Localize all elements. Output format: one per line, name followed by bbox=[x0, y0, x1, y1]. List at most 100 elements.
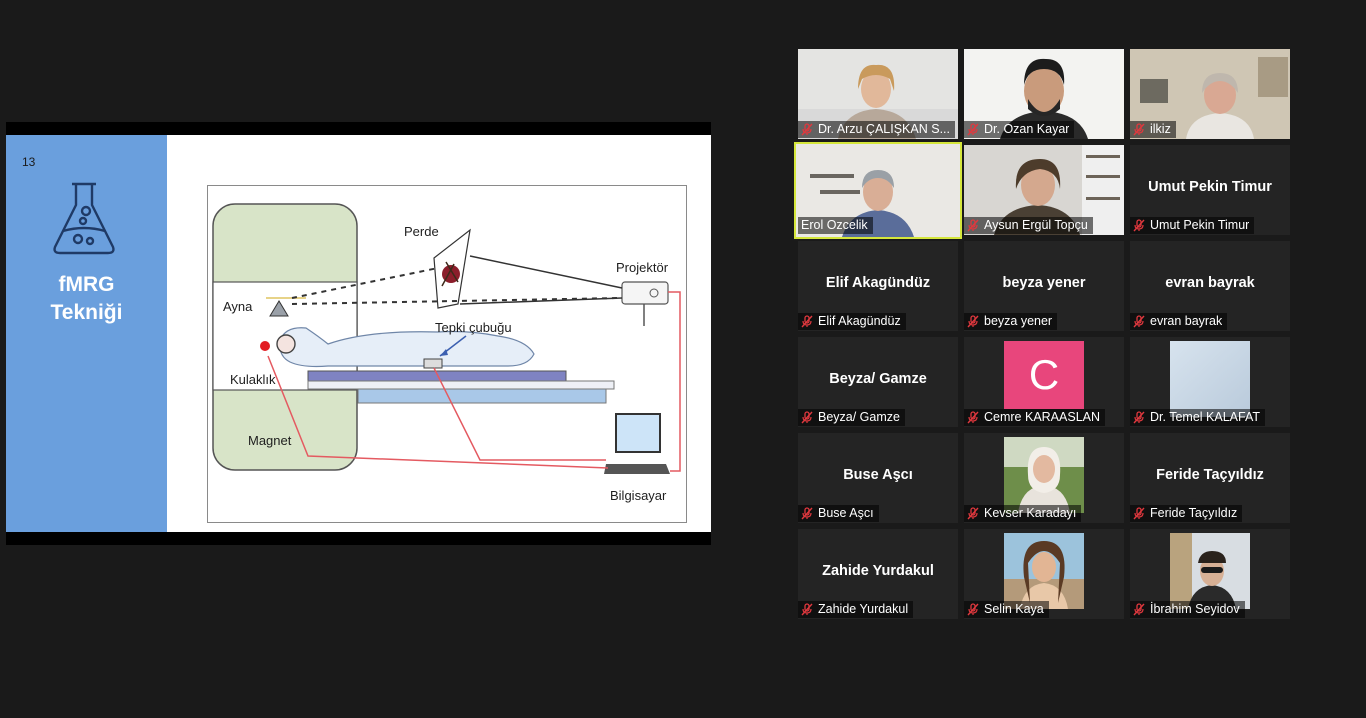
participant-name: Kevser Karadayı bbox=[984, 506, 1077, 520]
participant-tile[interactable]: Buse Aşcı Buse Aşcı bbox=[798, 433, 958, 523]
slide-title-line2: Tekniği bbox=[50, 301, 123, 324]
participant-name: Beyza/ Gamze bbox=[818, 410, 900, 424]
participant-name-bar: Cemre KARAASLAN bbox=[964, 409, 1106, 426]
muted-mic-icon bbox=[967, 507, 979, 520]
participant-display-name: Buse Aşcı bbox=[843, 467, 913, 483]
participant-name: beyza yener bbox=[984, 314, 1053, 328]
patient-shape bbox=[279, 327, 535, 368]
slide-title: fMRG Tekniği bbox=[6, 271, 167, 327]
participant-display-name: Elif Akagündüz bbox=[825, 275, 931, 291]
participant-tile[interactable]: Beyza/ Gamze Beyza/ Gamze bbox=[798, 337, 958, 427]
participant-name-bar: Erol Ozcelik bbox=[798, 217, 873, 234]
participant-display-name: Beyza/ Gamze bbox=[829, 371, 927, 387]
participant-name-bar: Feride Taçyıldız bbox=[1130, 505, 1243, 522]
participant-name-bar: Elif Akagündüz bbox=[798, 313, 906, 330]
muted-mic-icon bbox=[967, 603, 979, 616]
avatar bbox=[1004, 437, 1084, 513]
participant-tile[interactable]: C Cemre KARAASLAN bbox=[964, 337, 1124, 427]
muted-mic-icon bbox=[1133, 219, 1145, 232]
muted-mic-icon bbox=[967, 123, 979, 136]
muted-mic-icon bbox=[801, 507, 813, 520]
participant-tile[interactable]: beyza yener beyza yener bbox=[964, 241, 1124, 331]
muted-mic-icon bbox=[801, 123, 813, 136]
muted-mic-icon bbox=[1133, 507, 1145, 520]
participant-name: Feride Taçyıldız bbox=[1150, 506, 1238, 520]
slide-sidebar: 13 fMRG Tekniği bbox=[6, 135, 167, 532]
muted-mic-icon bbox=[967, 315, 979, 328]
bed-base bbox=[357, 388, 607, 404]
participant-name-bar: Aysun Ergül Topçu bbox=[964, 217, 1093, 234]
muted-mic-icon bbox=[801, 411, 813, 424]
participant-tile[interactable]: Feride Taçyıldız Feride Taçyıldız bbox=[1130, 433, 1290, 523]
fmri-diagram: Perde Projektör Ayna Tepki çubuğu Kulakl… bbox=[207, 185, 687, 523]
participant-display-name: Zahide Yurdakul bbox=[822, 563, 934, 579]
flask-icon bbox=[53, 182, 115, 255]
participant-tile[interactable]: Kevser Karadayı bbox=[964, 433, 1124, 523]
participant-name: Aysun Ergül Topçu bbox=[984, 218, 1088, 232]
muted-mic-icon bbox=[1133, 603, 1145, 616]
muted-mic-icon bbox=[1133, 411, 1145, 424]
label-perde: Perde bbox=[404, 224, 439, 239]
label-magnet: Magnet bbox=[248, 433, 292, 448]
muted-mic-icon bbox=[967, 411, 979, 424]
muted-mic-icon bbox=[801, 603, 813, 616]
participant-display-name: beyza yener bbox=[1002, 275, 1086, 291]
participant-tile[interactable]: Dr. Ozan Kayar bbox=[964, 49, 1124, 139]
shared-screen: 13 fMRG Tekniği bbox=[6, 122, 711, 545]
avatar bbox=[1170, 533, 1250, 609]
participant-name: Umut Pekin Timur bbox=[1150, 218, 1250, 232]
fmri-diagram-drawing bbox=[212, 203, 681, 474]
participant-name: ilkiz bbox=[1150, 122, 1171, 136]
participant-name: Selin Kaya bbox=[984, 602, 1044, 616]
avatar bbox=[1170, 341, 1250, 417]
participant-tile[interactable]: Zahide Yurdakul Zahide Yurdakul bbox=[798, 529, 958, 619]
participant-name-bar: Umut Pekin Timur bbox=[1130, 217, 1255, 234]
slide-title-line1: fMRG bbox=[58, 273, 115, 296]
projector-shape bbox=[621, 281, 669, 305]
participant-name: Zahide Yurdakul bbox=[818, 602, 909, 616]
participant-name-bar: Dr. Temel KALAFAT bbox=[1130, 409, 1265, 426]
participant-name-bar: Dr. Arzu ÇALIŞKAN S... bbox=[798, 121, 955, 138]
participant-tile[interactable]: ilkiz bbox=[1130, 49, 1290, 139]
participant-name-bar: ilkiz bbox=[1130, 121, 1176, 138]
participant-name: Cemre KARAASLAN bbox=[984, 410, 1101, 424]
participant-name-bar: İbrahim Seyidov bbox=[1130, 601, 1245, 618]
participant-name-bar: Zahide Yurdakul bbox=[798, 601, 914, 618]
participant-tile[interactable]: Aysun Ergül Topçu bbox=[964, 145, 1124, 235]
label-bilgisayar: Bilgisayar bbox=[610, 488, 667, 503]
participant-name: Dr. Temel KALAFAT bbox=[1150, 410, 1260, 424]
participant-name-bar: Buse Aşcı bbox=[798, 505, 879, 522]
avatar-letter: C bbox=[1004, 341, 1084, 409]
participant-name: Dr. Ozan Kayar bbox=[984, 122, 1070, 136]
muted-mic-icon bbox=[801, 315, 813, 328]
participant-tile-active-speaker[interactable]: Erol Ozcelik bbox=[794, 142, 962, 239]
label-tepki: Tepki çubuğu bbox=[435, 320, 512, 335]
label-kulaklik: Kulaklık bbox=[230, 372, 276, 387]
muted-mic-icon bbox=[1133, 123, 1145, 136]
participant-tile[interactable]: Umut Pekin Timur Umut Pekin Timur bbox=[1130, 145, 1290, 235]
participant-name: Buse Aşcı bbox=[818, 506, 874, 520]
participant-tile[interactable]: evran bayrak evran bayrak bbox=[1130, 241, 1290, 331]
participant-tile[interactable]: Elif Akagündüz Elif Akagündüz bbox=[798, 241, 958, 331]
participant-tile[interactable]: Dr. Temel KALAFAT bbox=[1130, 337, 1290, 427]
participant-name-bar: evran bayrak bbox=[1130, 313, 1228, 330]
participant-name: Dr. Arzu ÇALIŞKAN S... bbox=[818, 122, 950, 136]
participant-name: Erol Ozcelik bbox=[801, 218, 868, 232]
participant-tile[interactable]: İbrahim Seyidov bbox=[1130, 529, 1290, 619]
computer-shape bbox=[615, 413, 661, 453]
label-ayna: Ayna bbox=[223, 299, 253, 314]
slide-number: 13 bbox=[22, 155, 36, 169]
participant-name-bar: Dr. Ozan Kayar bbox=[964, 121, 1075, 138]
participant-name: İbrahim Seyidov bbox=[1150, 602, 1240, 616]
bed-rail bbox=[307, 380, 615, 390]
participant-name-bar: Beyza/ Gamze bbox=[798, 409, 905, 426]
muted-mic-icon bbox=[967, 219, 979, 232]
avatar bbox=[1004, 533, 1084, 609]
participant-display-name: Umut Pekin Timur bbox=[1148, 179, 1272, 195]
participant-tile[interactable]: Dr. Arzu ÇALIŞKAN S... bbox=[798, 49, 958, 139]
participant-tile[interactable]: Selin Kaya bbox=[964, 529, 1124, 619]
participant-name-bar: Kevser Karadayı bbox=[964, 505, 1082, 522]
participant-name-bar: Selin Kaya bbox=[964, 601, 1049, 618]
participant-display-name: evran bayrak bbox=[1165, 275, 1255, 291]
participant-name: evran bayrak bbox=[1150, 314, 1223, 328]
